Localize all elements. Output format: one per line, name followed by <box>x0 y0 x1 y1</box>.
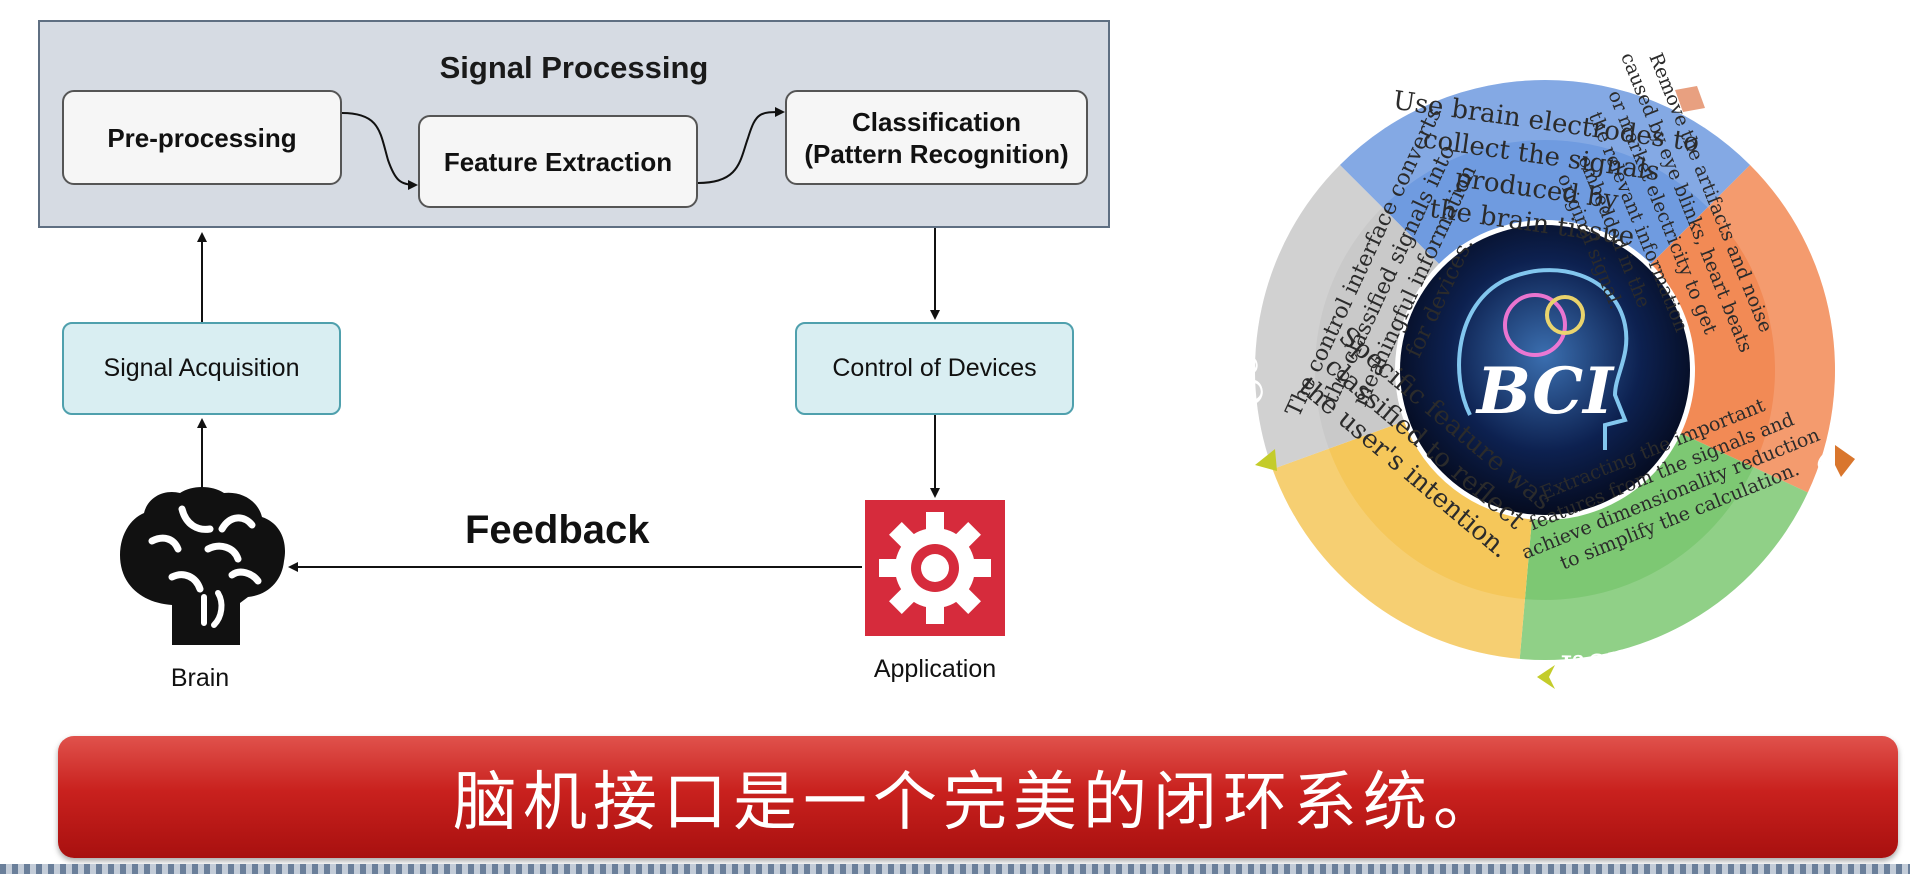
application-label: Application <box>873 655 997 683</box>
segment-outer-band <box>1272 448 1525 659</box>
feedback-label: Feedback <box>465 508 650 552</box>
classification-label: Classification <box>851 106 1022 137</box>
segment-description-signal-acquisition: Use brain electrodes tocollect the signa… <box>1377 86 1701 260</box>
classification-box: Classification (Pattern Recognition) <box>785 90 1088 185</box>
feature-extraction-box: Feature Extraction <box>418 115 698 208</box>
brain-icon <box>112 485 290 647</box>
bci-core <box>1400 225 1690 515</box>
segment-classification <box>1272 421 1532 659</box>
cycle-chevrons <box>1255 86 1855 689</box>
segment-feature-extraction <box>1519 433 1808 661</box>
gear-icon <box>865 500 1005 636</box>
segment-outer-band <box>1339 79 1751 208</box>
control-of-devices-box: Control of Devices <box>795 322 1074 415</box>
signal-processing-title: Signal Processing <box>439 50 709 85</box>
bci-center-label: BCI <box>1475 354 1615 429</box>
pattern-recognition-label: (Pattern Recognition) <box>804 138 1069 169</box>
pre-processing-box: Pre-processing <box>62 90 342 185</box>
segment-outer-band <box>1255 164 1383 470</box>
bottom-strip <box>0 864 1910 874</box>
bci-cycle-diagram: BCI Signal acquisition Pre-processing Fe… <box>1185 25 1895 698</box>
segment-pre-processing <box>1651 164 1835 493</box>
segment-outer-band <box>1519 467 1808 661</box>
segment-signal-acquisition <box>1339 79 1751 264</box>
segment-control-interface <box>1255 164 1439 470</box>
head-icon <box>1457 268 1629 450</box>
subtitle-banner: 脑机接口是一个完美的闭环系统。 <box>58 736 1898 858</box>
signal-acquisition-box: Signal Acquisition <box>62 322 341 415</box>
segment-outer-band <box>1707 164 1835 493</box>
brain-label: Brain <box>170 664 230 692</box>
subtitle-text: 脑机接口是一个完美的闭环系统。 <box>453 766 1503 840</box>
